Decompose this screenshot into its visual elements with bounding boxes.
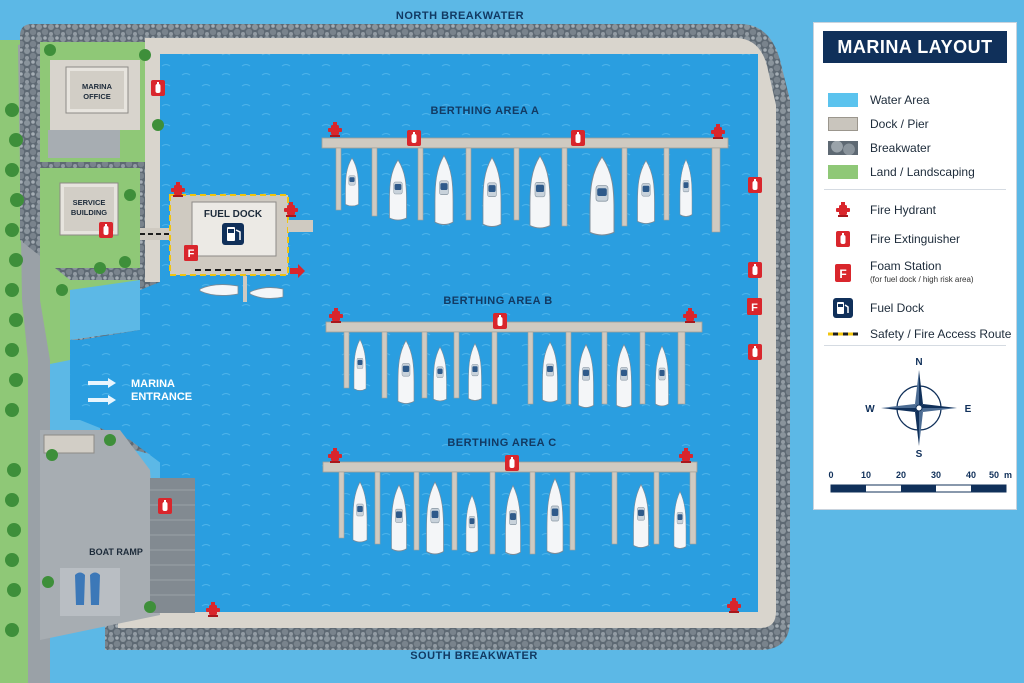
fire-extinguisher-icon — [407, 130, 421, 146]
svg-text:F: F — [839, 267, 846, 281]
boat-ramp — [150, 478, 195, 613]
fire-extinguisher-icon — [828, 228, 858, 250]
fire-extinguisher-icon — [158, 498, 172, 514]
svg-text:F: F — [751, 302, 758, 314]
svg-text:N: N — [915, 357, 922, 368]
entrance-arrows — [88, 378, 116, 405]
legend-item-land: Land / Landscaping — [828, 161, 975, 183]
fire-extinguisher-icon — [151, 80, 165, 96]
legend-item-breakwater: Breakwater — [828, 137, 931, 159]
dock-swatch — [828, 117, 858, 131]
south-breakwater-label: SOUTH BREAKWATER — [410, 650, 538, 662]
berthing-area-a-label: BERTHING AREA A — [431, 105, 540, 117]
land-swatch — [828, 165, 858, 179]
fuel-dock-exit-arrow — [290, 264, 305, 278]
svg-text:50: 50 — [989, 470, 999, 480]
fire-hydrant-icon — [828, 199, 858, 221]
fuel-pump-icon — [222, 223, 244, 245]
berthing-area-a-pier — [321, 137, 729, 233]
fire-extinguisher-icon — [748, 262, 762, 278]
legend-item-fuel-dock: Fuel Dock — [828, 297, 924, 319]
marina-entrance-channel — [70, 340, 170, 420]
compass-rose-icon: N S E W — [865, 357, 972, 460]
berthing-area-b-label: BERTHING AREA B — [443, 295, 552, 307]
fuel-dock-label: FUEL DOCK — [204, 209, 263, 220]
svg-text:10: 10 — [861, 470, 871, 480]
fire-extinguisher-icon — [99, 222, 113, 238]
legend-item-fire-hydrant: Fire Hydrant — [828, 199, 936, 221]
office-parking — [48, 130, 120, 158]
svg-text:m: m — [1004, 470, 1012, 480]
svg-text:40: 40 — [966, 470, 976, 480]
marina-office-label-2: OFFICE — [83, 92, 111, 101]
legend-item-water: Water Area — [828, 89, 930, 111]
svg-text:0: 0 — [828, 470, 833, 480]
fuel-dock: FUEL DOCK — [169, 194, 313, 276]
entrance-label-line2: ENTRANCE — [131, 391, 192, 403]
foam-station-icon: F — [747, 298, 762, 315]
service-building-label-2: BUILDING — [71, 208, 107, 217]
entrance-label-line1: MARINA — [131, 378, 175, 390]
fuel-dock-boats — [199, 284, 284, 299]
legend-item-foam-station: F Foam Station(for fuel dock / high risk… — [828, 259, 974, 287]
berthing-area-b-pier — [325, 321, 703, 405]
marina-office-label-1: MARINA — [82, 82, 113, 91]
fire-extinguisher-icon — [748, 344, 762, 360]
legend-item-dock: Dock / Pier — [828, 113, 929, 135]
foam-station-icon: F — [184, 245, 198, 261]
fuel-pump-icon — [828, 297, 858, 319]
svg-text:30: 30 — [931, 470, 941, 480]
marina-office-building: MARINA OFFICE — [65, 66, 129, 114]
fire-extinguisher-icon — [748, 177, 762, 193]
svg-text:E: E — [965, 404, 972, 415]
legend-item-fire-extinguisher: Fire Extinguisher — [828, 228, 960, 250]
legend-divider — [824, 345, 1006, 346]
legend-item-access-route: Safety / Fire Access Route — [828, 323, 1011, 345]
svg-text:S: S — [916, 449, 923, 460]
trailered-boats — [75, 572, 100, 605]
fire-extinguisher-icon — [505, 455, 519, 471]
berthing-area-c-label: BERTHING AREA C — [447, 437, 556, 449]
water-swatch — [828, 93, 858, 107]
legend-panel: MARINA LAYOUT Water Area Dock / Pier Bre… — [813, 22, 1017, 510]
service-building-label-1: SERVICE — [73, 198, 106, 207]
legend-title: MARINA LAYOUT — [823, 31, 1007, 63]
svg-text:F: F — [188, 248, 195, 260]
boat-ramp-label: BOAT RAMP — [89, 547, 143, 557]
access-route-icon — [828, 323, 858, 345]
scale-bar: 0 10 20 30 40 50 m — [828, 470, 1012, 493]
svg-text:W: W — [865, 404, 875, 415]
fire-extinguisher-icon — [571, 130, 585, 146]
legend-divider — [824, 189, 1006, 190]
trees — [5, 44, 164, 637]
north-breakwater-label: NORTH BREAKWATER — [396, 10, 524, 22]
foam-station-icon: F — [828, 262, 858, 284]
svg-text:20: 20 — [896, 470, 906, 480]
breakwater-swatch — [828, 141, 858, 155]
fire-extinguisher-icon — [493, 313, 507, 329]
